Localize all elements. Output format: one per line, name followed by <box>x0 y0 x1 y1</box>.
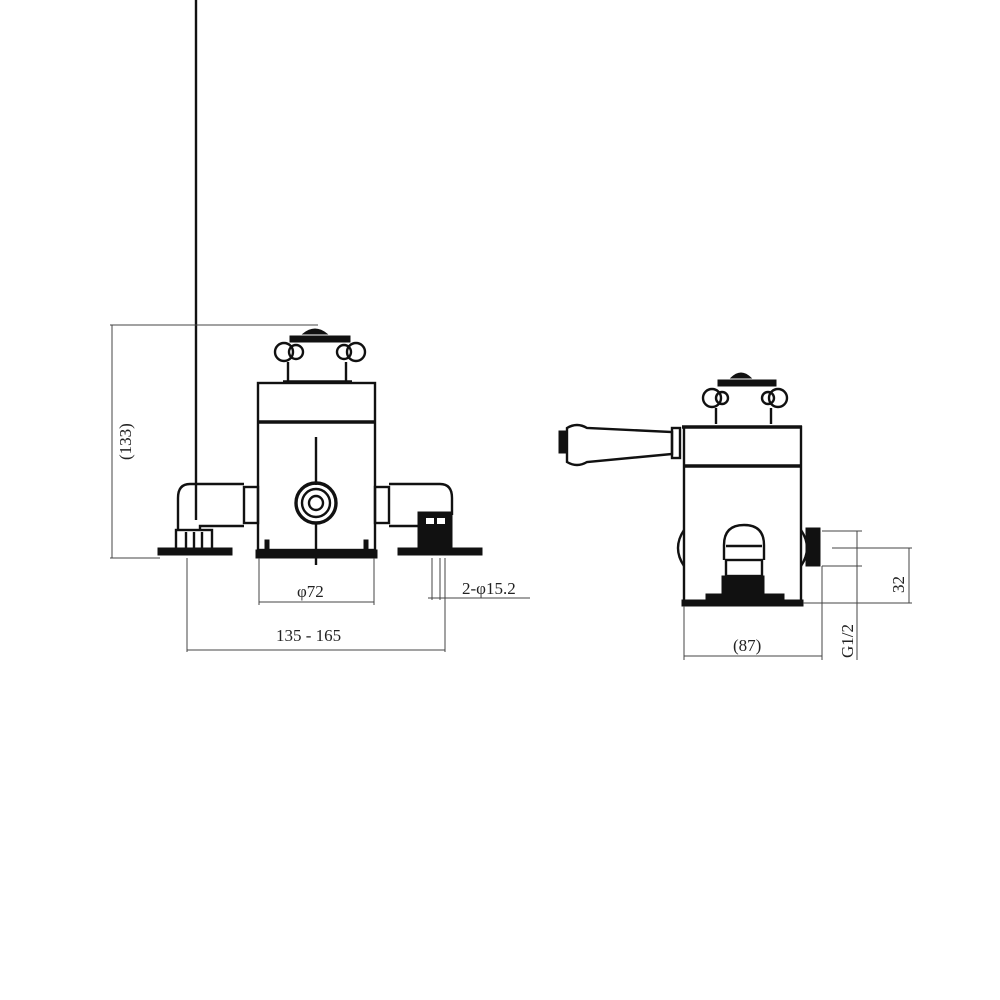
side-top-handle <box>701 372 789 424</box>
right-elbow-inlet <box>373 482 483 556</box>
dim-offset-label: 32 <box>889 576 908 593</box>
side-view: (87) G1/2 32 <box>558 372 912 660</box>
dimension-centers: 135 - 165 <box>186 558 446 652</box>
dimension-inlet-holes: 2-φ15.2 <box>428 558 530 600</box>
dim-depth-label: (87) <box>733 636 761 655</box>
dimension-body-diameter: φ72 <box>258 558 375 605</box>
dimension-height-133: (133) <box>110 324 318 559</box>
top-handle <box>273 328 367 384</box>
dimension-offset-32: 32 <box>803 547 912 604</box>
dim-diameter-label: φ72 <box>297 582 324 601</box>
lever-handle <box>558 423 682 467</box>
dimension-thread: G1/2 <box>822 530 862 660</box>
dim-holes-label: 2-φ15.2 <box>462 579 516 598</box>
left-elbow-inlet <box>157 0 260 556</box>
dimension-depth-87: (87) <box>683 566 823 660</box>
dim-height-label: (133) <box>116 423 135 460</box>
side-body <box>676 425 821 607</box>
dim-centers-label: 135 - 165 <box>276 626 341 645</box>
valve-body <box>255 381 378 565</box>
dim-thread-label: G1/2 <box>838 624 857 658</box>
front-view: (133) φ72 2-φ15.2 135 - 165 <box>110 0 530 652</box>
